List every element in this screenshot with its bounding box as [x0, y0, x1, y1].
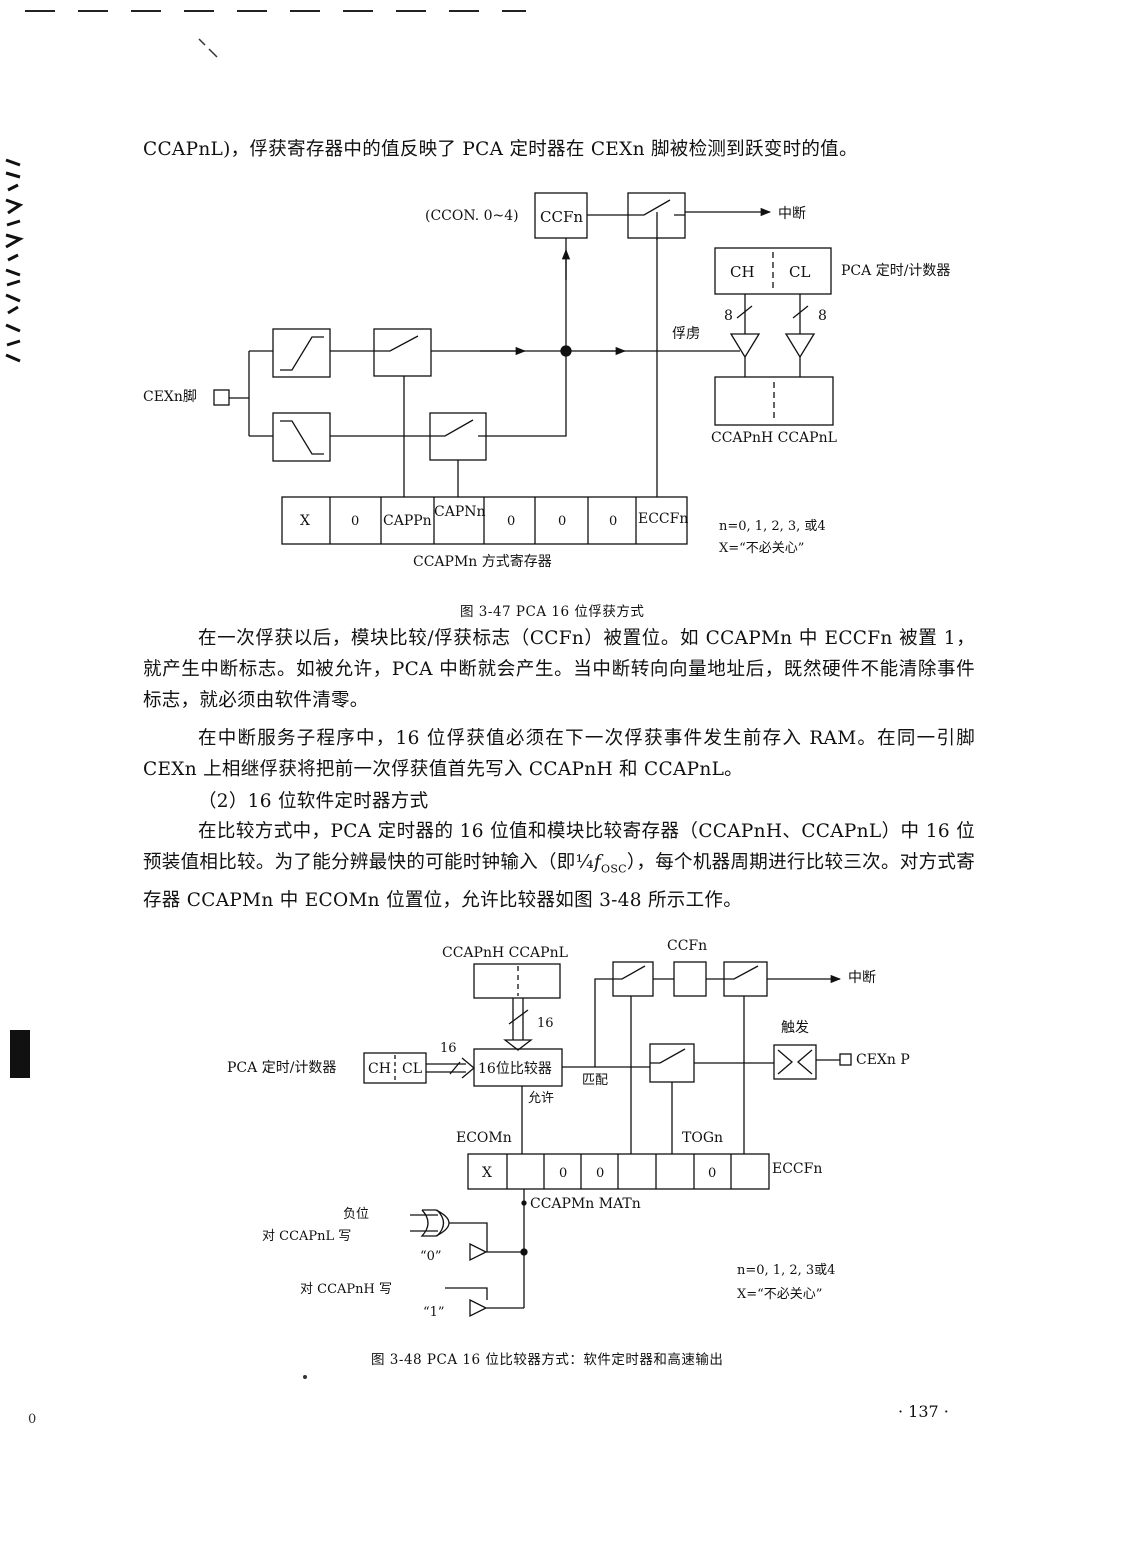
reg-bit-1: 0 [609, 514, 617, 529]
header-dash [449, 10, 479, 12]
ccapmn-register [281, 496, 688, 545]
reg2-bit-5: 0 [559, 1166, 567, 1181]
match-label: 匹配 [582, 1073, 608, 1088]
cl-label-2: CL [402, 1061, 422, 1077]
section-heading: （2）16 位软件定时器方式 [198, 791, 429, 812]
reg2-bit-4: 0 [596, 1166, 604, 1181]
bits-16-horizontal: 16 [440, 1041, 457, 1056]
header-dash [131, 10, 161, 12]
note-x: X=“不必关心” [719, 541, 804, 556]
ccapnh-ccapnl-label-2: CCAPnH CCAPnL [442, 945, 568, 961]
ecomn-label: ECOMn [456, 1130, 512, 1146]
header-dash [237, 10, 267, 12]
write-l-label: 对 CCAPnL 写 [262, 1229, 351, 1244]
ccapn-register-box [714, 376, 834, 426]
ch-label-2: CH [368, 1061, 391, 1077]
caption-3-47: 图 3-47 PCA 16 位俘获方式 [460, 604, 645, 620]
capture-label: 俘虏 [672, 326, 700, 342]
ccfn-label: CCFn [540, 208, 583, 226]
spine-artifact [5, 158, 24, 363]
junction-dot-2 [520, 1248, 528, 1256]
eccfn-label-2: ECCFn [772, 1161, 822, 1177]
reg-bit-3: 0 [507, 514, 515, 529]
reg-bit-7: X [300, 513, 310, 529]
register-name-2: CCAPMn MATn [530, 1196, 641, 1212]
margin-mark: 0 [28, 1412, 37, 1427]
header-dash [184, 10, 214, 12]
ccapn-compare-register [473, 963, 561, 999]
f-symbol: f [593, 852, 601, 873]
scan-mark [198, 38, 218, 58]
reg2-bit-1: 0 [708, 1166, 716, 1181]
register-name: CCAPMn 方式寄存器 [413, 553, 552, 570]
junction-dot [560, 345, 572, 357]
paragraph-3: 在中断服务子程序中，16 位俘获值必须在下一次俘获事件发生前存入 RAM。在同一… [143, 728, 975, 780]
reg-bit-eccf: ECCFn [638, 511, 688, 527]
ccapmn-register-2 [467, 1153, 770, 1190]
header-dash [290, 10, 320, 12]
falling-edge-detector [272, 412, 331, 462]
header-dash [78, 10, 108, 12]
paragraph-2: 在一次俘获以后，模块比较/俘获标志（CCFn）被置位。如 CCAPMn 中 EC… [143, 628, 975, 711]
ccon-label: (CCON. 0~4) [425, 208, 519, 224]
interrupt-label: 中断 [778, 206, 806, 222]
frac: ¼ [575, 852, 594, 873]
timer-ch-cl-box-2 [363, 1052, 427, 1084]
scan-black-bar [10, 1030, 30, 1078]
quote-0-label: “0” [420, 1249, 442, 1264]
comparator-label: 16位比较器 [478, 1061, 552, 1077]
reg2-bit-7: X [482, 1165, 492, 1181]
interrupt-label-2: 中断 [848, 970, 876, 986]
timer-label: PCA 定时/计数器 [841, 263, 950, 279]
capp-switch [373, 328, 432, 377]
note-n: n=0, 1, 2, 3, 或4 [719, 519, 826, 534]
header-dash [502, 10, 526, 12]
header-dash [25, 10, 55, 12]
note-n-2: n=0, 1, 2, 3或4 [737, 1263, 835, 1278]
quote-1-label: “1” [423, 1305, 445, 1320]
junction-dot-3 [521, 1200, 527, 1206]
buffer-0 [469, 1242, 524, 1262]
ch-label: CH [730, 263, 755, 281]
bits-l-label: 8 [818, 308, 827, 324]
reset-or-gate [410, 1209, 450, 1237]
write-h-label: 对 CCAPnH 写 [300, 1282, 392, 1297]
cl-label: CL [789, 263, 810, 281]
bits-16-vertical: 16 [537, 1016, 554, 1031]
osc-subscript: OSC [601, 862, 627, 876]
note-x-2: X=“不必关心” [737, 1287, 822, 1302]
bits-h-label: 8 [724, 308, 733, 324]
buffer-1 [469, 1298, 524, 1318]
ccfn-flag-box [673, 961, 707, 997]
paragraph-1: CCAPnL)，俘获寄存器中的值反映了 PCA 定时器在 CEXn 脚被检测到跃… [143, 139, 858, 160]
reg-bit-capp: CAPPn [383, 513, 432, 529]
cexn-pin-label: CEXn脚 [143, 389, 197, 405]
header-dash [396, 10, 426, 12]
reset-label: 负位 [343, 1207, 369, 1222]
reg-bit-capn: CAPNn [434, 504, 486, 520]
header-dash [343, 10, 373, 12]
trigger-flipflop [773, 1044, 817, 1080]
reg-bit-2: 0 [558, 514, 566, 529]
ccfn-label-2: CCFn [667, 938, 707, 954]
page-number: · 137 · [898, 1402, 949, 1421]
cexn-output-pin [839, 1053, 852, 1066]
rising-edge-detector [272, 328, 331, 378]
timer-label-2: PCA 定时/计数器 [227, 1060, 336, 1076]
timer-ch-cl-box [714, 247, 832, 295]
paragraph-5-end: ），每个机器周期进行比较三次。对方式寄存器 CCAPMn 中 ECOMn 位置位… [143, 852, 975, 911]
caption-3-48: 图 3-48 PCA 16 位比较器方式：软件定时器和高速输出 [371, 1352, 724, 1368]
cexn-p-label: CEXn P [856, 1052, 910, 1068]
ccapnh-ccapnl-label: CCAPnH CCAPnL [711, 430, 837, 446]
paragraph-5: 在比较方式中，PCA 定时器的 16 位值和模块比较寄存器（CCAPnH、CCA… [143, 816, 975, 916]
scan-dot [303, 1375, 307, 1379]
enable-label: 允许 [528, 1090, 554, 1106]
trigger-label: 触发 [781, 1020, 809, 1036]
reg-bit-6: 0 [351, 514, 359, 529]
togn-label: TOGn [682, 1130, 723, 1146]
paragraph-5-start: 在比较方式中，PCA 定时器的 16 位值和模块比较寄存器（CCAPnH、CCA… [143, 821, 975, 873]
